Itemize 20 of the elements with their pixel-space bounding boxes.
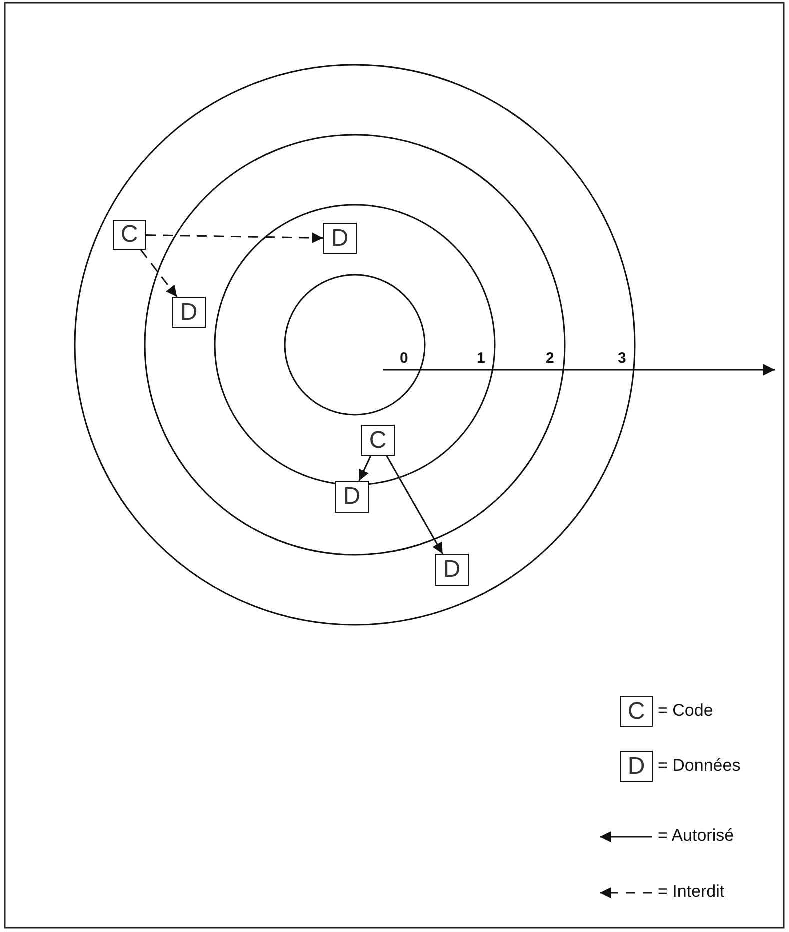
ring-number: 2	[546, 350, 554, 367]
letter-box: D	[335, 481, 369, 513]
ring-number: 0	[400, 350, 408, 367]
legend-sample-box: C	[620, 696, 653, 727]
arrow	[386, 456, 444, 554]
ring-number: 1	[477, 350, 486, 367]
legend-label: = Interdit	[658, 882, 725, 902]
letter-box: D	[323, 223, 357, 254]
arrow	[358, 456, 372, 482]
arrow	[146, 232, 324, 244]
arrow	[140, 250, 178, 298]
letter-box: D	[435, 554, 469, 586]
legend-label: = Autorisé	[658, 826, 734, 846]
legend-sample-box: D	[620, 751, 653, 782]
letter-box: C	[113, 220, 146, 250]
letter-box: C	[361, 425, 395, 456]
ring-number: 3	[618, 350, 626, 367]
letter-box: D	[172, 297, 206, 328]
legend-label: = Données	[658, 756, 741, 776]
legend-label: = Code	[658, 701, 714, 721]
